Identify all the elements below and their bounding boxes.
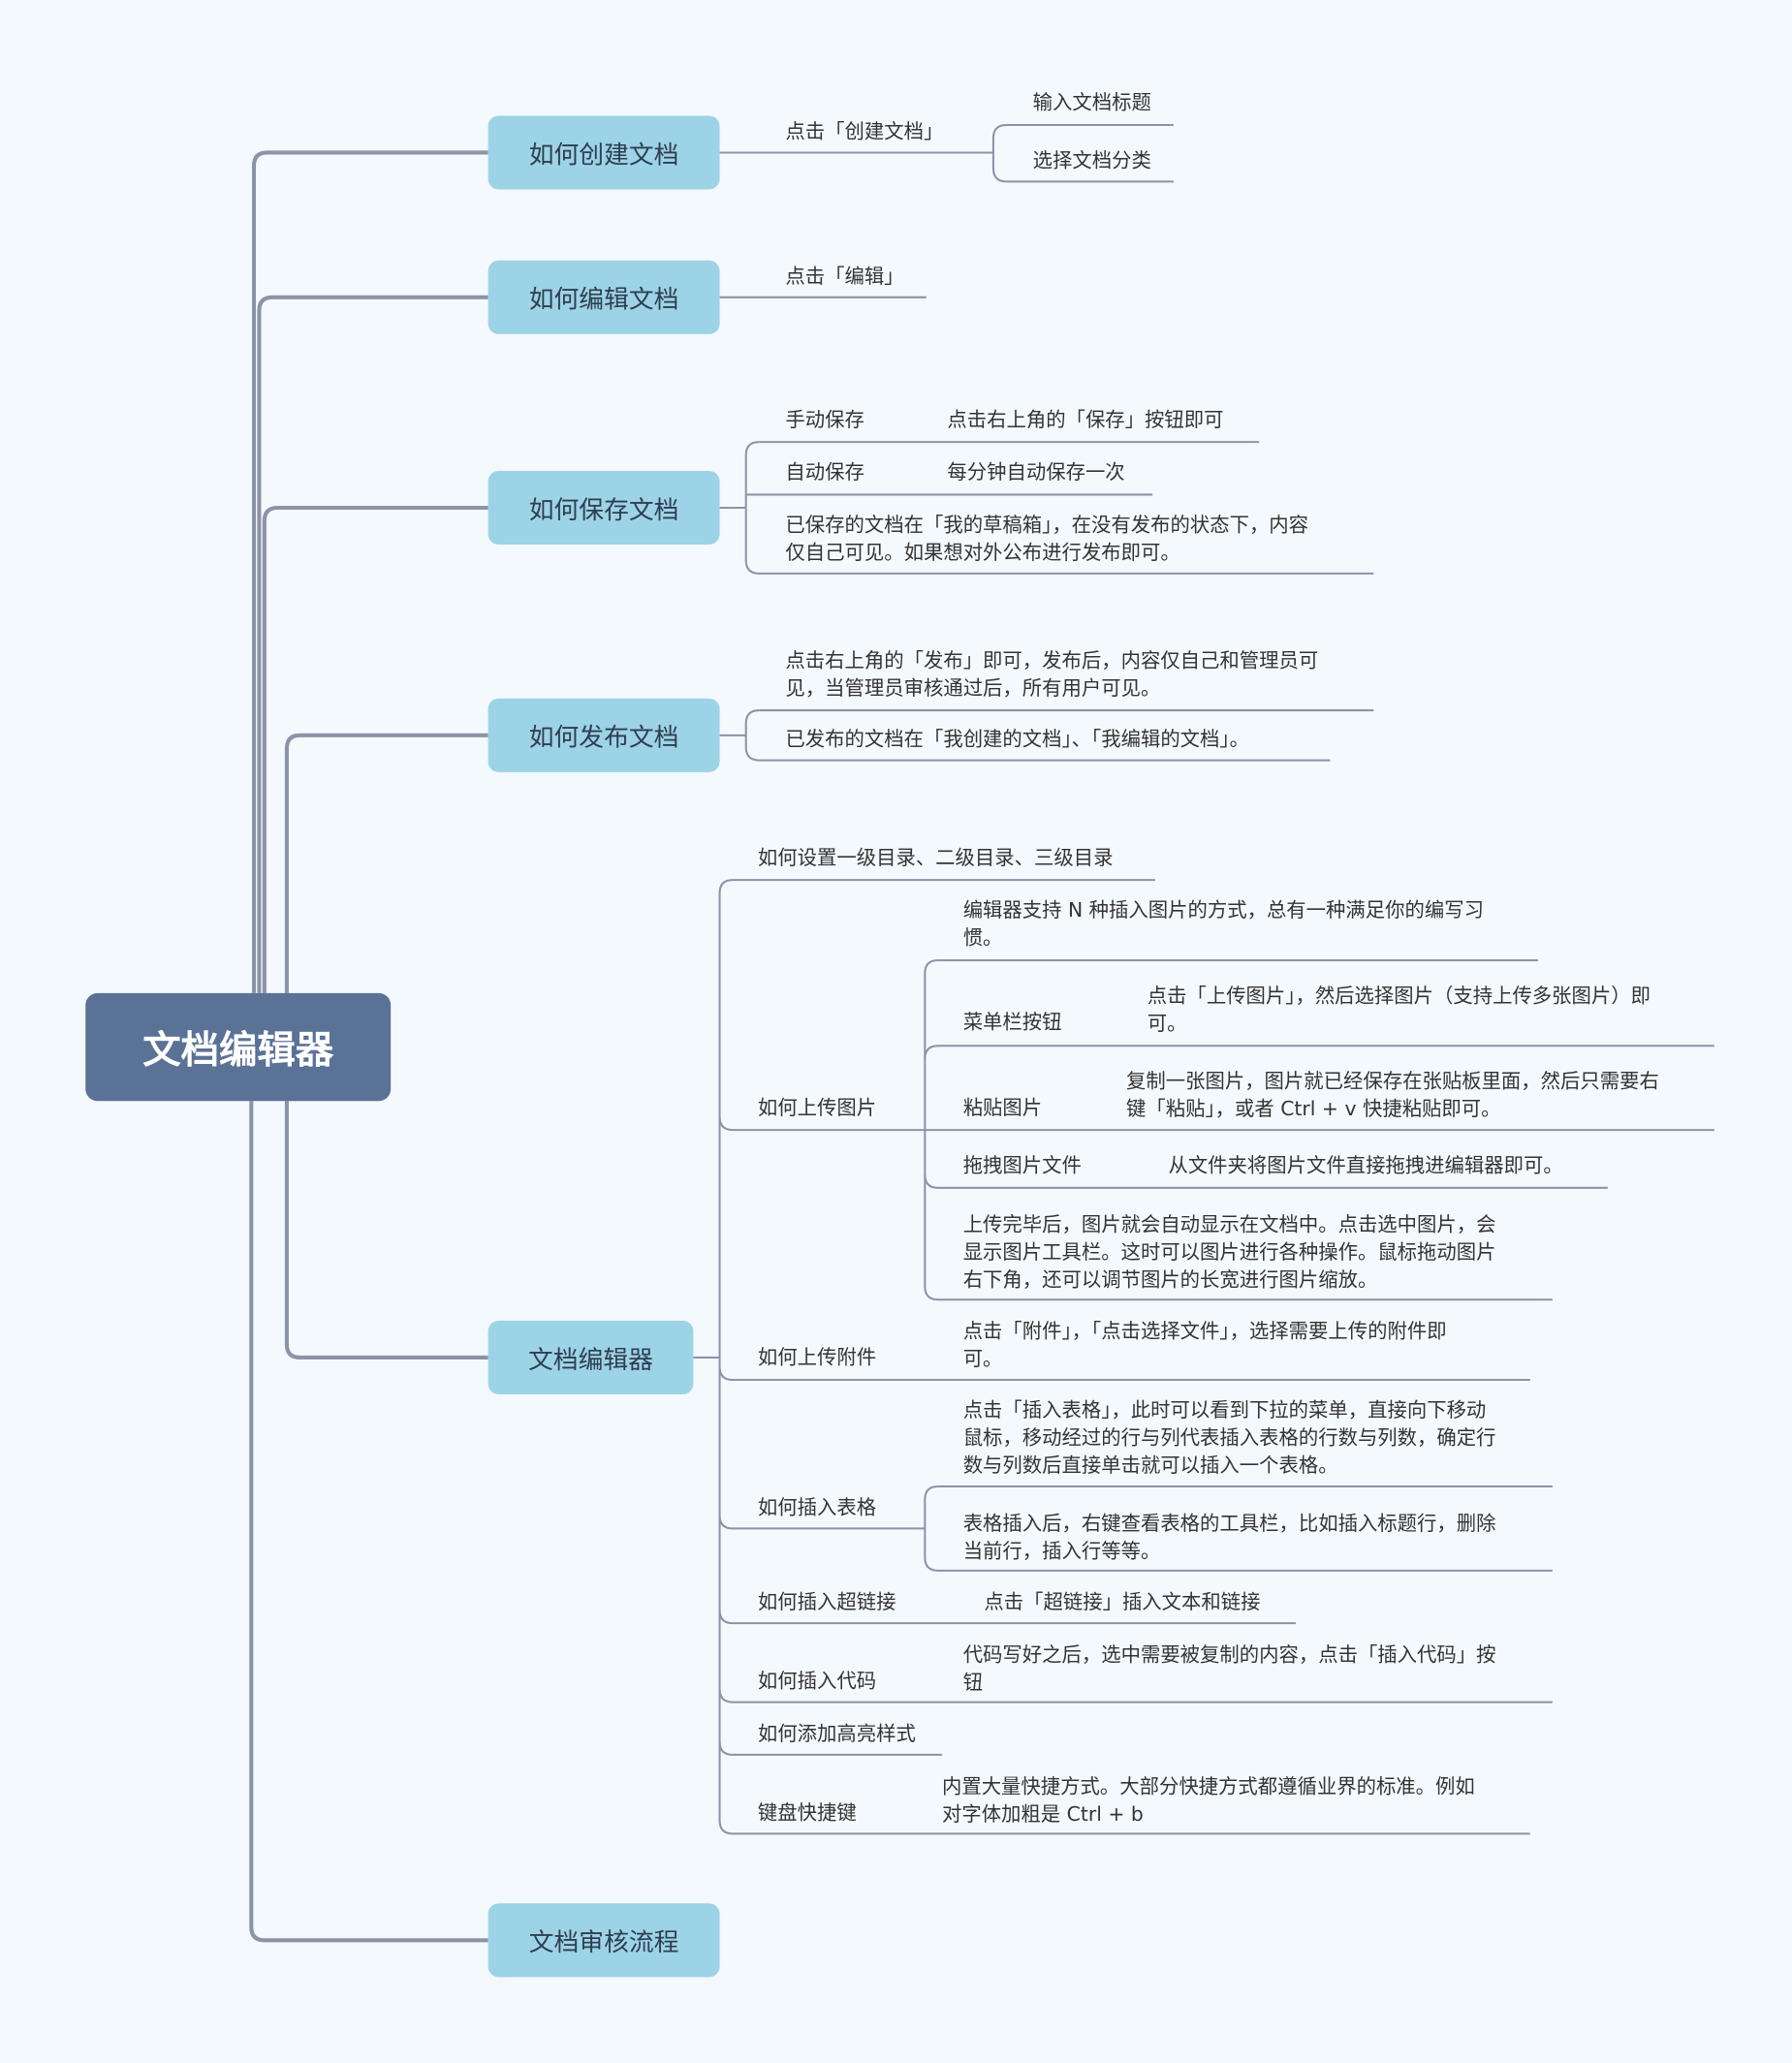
topic-insert-link-detail[interactable]: 点击「超链接」插入文本和链接 [984, 1590, 1261, 1614]
topic-upload-image[interactable]: 如何上传图片 [757, 1095, 877, 1120]
topic-insert-link[interactable]: 如何插入超链接 [757, 1590, 896, 1614]
topic-insert-table-how[interactable]: 点击「插入表格」，此时可以看到下拉的菜单，直接向下移动 鼠标，移动经过的行与列代… [962, 1398, 1496, 1478]
topic-table-toolbar[interactable]: 表格插入后，右键查看表格的工具栏，比如插入标题行，删除 当前行，插入行等等。 [962, 1511, 1496, 1563]
topic-published-location[interactable]: 已发布的文档在「我创建的文档」、「我编辑的文档」。 [785, 727, 1249, 752]
topic-upload-attachment[interactable]: 如何上传附件 [757, 1345, 877, 1370]
topic-drafts-note[interactable]: 已保存的文档在「我的草稿箱」，在没有发布的状态下，内容 仅自己可见。如果想对外公… [785, 513, 1309, 565]
topic-menu-button[interactable]: 菜单栏按钮 [962, 1010, 1062, 1034]
topic-input-title[interactable]: 输入文档标题 [1032, 90, 1151, 115]
topic-manual-save[interactable]: 手动保存 [785, 407, 865, 432]
topic-after-upload[interactable]: 上传完毕后，图片就会自动显示在文档中。点击选中图片，会 显示图片工具栏。这时可以… [962, 1212, 1496, 1293]
topic-select-category[interactable]: 选择文档分类 [1032, 148, 1151, 172]
topic-drag-image[interactable]: 拖拽图片文件 [962, 1153, 1082, 1177]
topic-click-edit[interactable]: 点击「编辑」 [785, 264, 904, 289]
node-create-doc[interactable]: 如何创建文档 [487, 115, 720, 190]
node-review-flow[interactable]: 文档审核流程 [487, 1903, 720, 1978]
node-editor[interactable]: 文档编辑器 [487, 1320, 694, 1394]
node-publish-doc[interactable]: 如何发布文档 [487, 698, 720, 772]
topic-heading-levels[interactable]: 如何设置一级目录、二级目录、三级目录 [757, 845, 1114, 870]
topic-paste-image-detail[interactable]: 复制一张图片，图片就已经保存在张贴板里面，然后只需要右 键「粘贴」，或者 Ctr… [1126, 1069, 1659, 1121]
topic-drag-image-detail[interactable]: 从文件夹将图片文件直接拖拽进编辑器即可。 [1168, 1153, 1563, 1177]
topic-upload-attachment-detail[interactable]: 点击「附件」，「点击选择文件」，选择需要上传的附件即 可。 [962, 1319, 1447, 1371]
topic-auto-save-detail[interactable]: 每分钟自动保存一次 [947, 460, 1125, 484]
topic-publish-how[interactable]: 点击右上角的「发布」即可，发布后，内容仅自己和管理员可 见，当管理员审核通过后，… [785, 648, 1319, 701]
topic-insert-code-detail[interactable]: 代码写好之后，选中需要被复制的内容，点击「插入代码」按 钮 [962, 1642, 1496, 1695]
topic-auto-save[interactable]: 自动保存 [785, 460, 865, 484]
topic-manual-save-detail[interactable]: 点击右上角的「保存」按钮即可 [947, 407, 1224, 432]
topic-image-methods[interactable]: 编辑器支持 N 种插入图片的方式，总有一种满足你的编写习 惯。 [962, 898, 1484, 951]
topic-shortcuts[interactable]: 键盘快捷键 [757, 1800, 857, 1825]
topic-highlight-style[interactable]: 如何添加高亮样式 [757, 1721, 916, 1746]
topic-menu-button-detail[interactable]: 点击「上传图片」，然后选择图片（支持上传多张图片）即 可。 [1147, 984, 1651, 1036]
root-node[interactable]: 文档编辑器 [85, 992, 392, 1102]
node-edit-doc[interactable]: 如何编辑文档 [487, 260, 720, 334]
topic-click-create[interactable]: 点击「创建文档」 [785, 119, 944, 143]
node-save-doc[interactable]: 如何保存文档 [487, 470, 720, 546]
topic-paste-image[interactable]: 粘贴图片 [962, 1095, 1043, 1120]
topic-insert-code[interactable]: 如何插入代码 [757, 1669, 877, 1694]
topic-shortcuts-detail[interactable]: 内置大量快捷方式。大部分快捷方式都遵循业界的标准。例如 对字体加粗是 Ctrl … [941, 1774, 1475, 1827]
topic-insert-table[interactable]: 如何插入表格 [757, 1495, 877, 1519]
